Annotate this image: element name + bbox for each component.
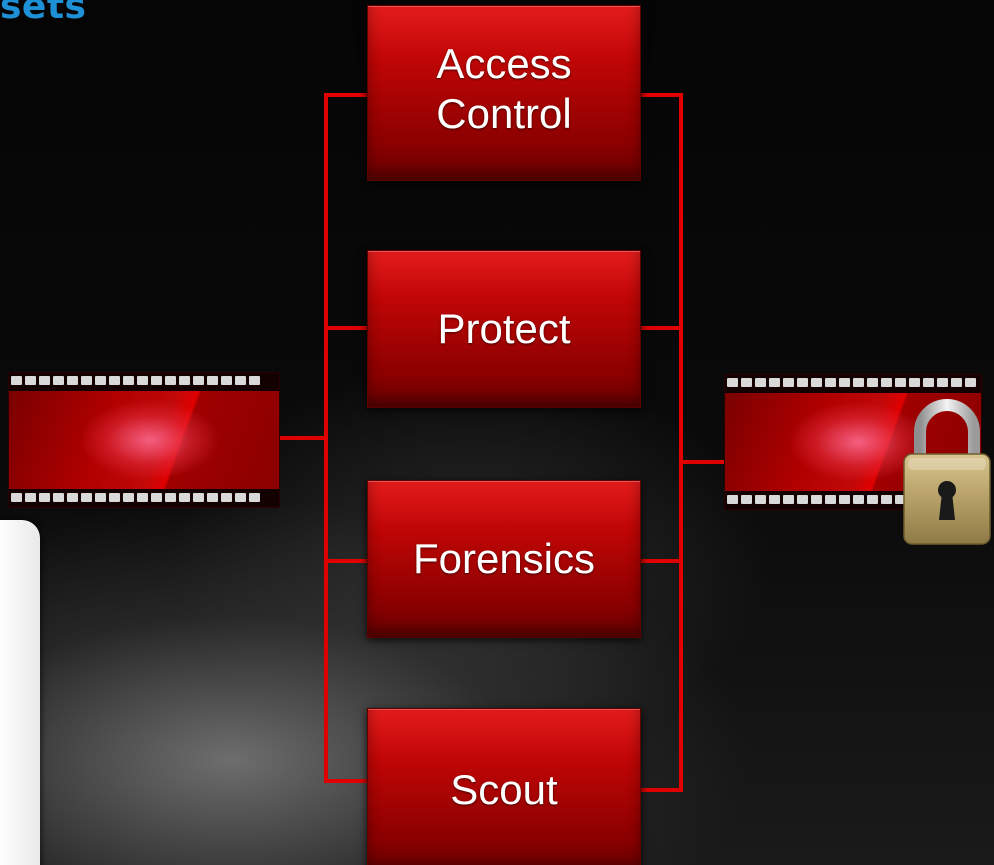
film-perforation	[783, 495, 794, 504]
film-perforation	[769, 378, 780, 387]
film-perforation	[137, 376, 148, 385]
film-perforation	[53, 493, 64, 502]
film-perforation	[881, 378, 892, 387]
film-perforation	[207, 376, 218, 385]
slide-title: sets	[0, 0, 87, 27]
film-perforation	[741, 378, 752, 387]
film-perforation	[937, 378, 948, 387]
film-perforation	[741, 495, 752, 504]
film-perforation	[151, 376, 162, 385]
film-perforation	[109, 493, 120, 502]
white-panel-decoration	[0, 520, 40, 865]
film-perforation	[207, 493, 218, 502]
scout-box: Scout	[367, 708, 641, 865]
film-perforation	[109, 376, 120, 385]
film-perforation	[965, 378, 976, 387]
film-perforation	[11, 376, 22, 385]
film-perforation	[151, 493, 162, 502]
film-perforation	[853, 378, 864, 387]
film-perforations-top	[725, 378, 981, 389]
film-perforation	[53, 376, 64, 385]
film-perforation	[165, 493, 176, 502]
film-perforation	[95, 493, 106, 502]
film-perforation	[839, 378, 850, 387]
forensics-label: Forensics	[412, 534, 596, 582]
film-perforation	[853, 495, 864, 504]
film-perforation	[221, 376, 232, 385]
film-perforation	[951, 378, 962, 387]
film-perforation	[895, 378, 906, 387]
film-perforation	[839, 495, 850, 504]
scout-label: Scout	[450, 766, 558, 814]
film-perforation	[727, 495, 738, 504]
film-perforations-top	[9, 376, 279, 387]
access-control-label: Access Control	[436, 39, 572, 137]
film-perforation	[81, 376, 92, 385]
film-perforation	[797, 495, 808, 504]
film-perforation	[235, 493, 246, 502]
film-perforation	[11, 493, 22, 502]
film-perforation	[67, 493, 78, 502]
film-perforation	[179, 493, 190, 502]
protect-label: Protect	[437, 304, 571, 352]
film-perforation	[249, 493, 260, 502]
film-perforation	[727, 378, 738, 387]
film-perforation	[221, 493, 232, 502]
film-perforation	[811, 495, 822, 504]
film-perforation	[923, 378, 934, 387]
film-perforation	[825, 495, 836, 504]
film-perforation	[235, 376, 246, 385]
film-perforation	[179, 376, 190, 385]
film-perforation	[881, 495, 892, 504]
film-perforation	[769, 495, 780, 504]
film-perforation	[25, 376, 36, 385]
film-perforation	[909, 378, 920, 387]
film-perforation	[137, 493, 148, 502]
film-perforation	[123, 493, 134, 502]
film-perforation	[193, 493, 204, 502]
film-perforation	[867, 495, 878, 504]
film-perforation	[797, 378, 808, 387]
film-perforation	[825, 378, 836, 387]
film-perforation	[249, 376, 260, 385]
film-perforation	[67, 376, 78, 385]
film-strip-icon	[8, 372, 280, 508]
forensics-box: Forensics	[367, 480, 641, 638]
padlock-icon	[903, 399, 991, 545]
film-perforation	[755, 378, 766, 387]
film-perforation	[895, 495, 906, 504]
film-perforations-bottom	[9, 493, 279, 504]
film-perforation	[81, 493, 92, 502]
film-perforation	[193, 376, 204, 385]
film-perforation	[25, 493, 36, 502]
film-perforation	[867, 378, 878, 387]
film-perforation	[39, 493, 50, 502]
protect-box: Protect	[367, 250, 641, 408]
film-perforation	[755, 495, 766, 504]
film-perforation	[783, 378, 794, 387]
film-perforation	[811, 378, 822, 387]
access-control-box: Access Control	[367, 5, 641, 181]
film-perforation	[39, 376, 50, 385]
film-perforation	[123, 376, 134, 385]
film-perforation	[95, 376, 106, 385]
film-perforation	[165, 376, 176, 385]
film-frame	[9, 391, 279, 489]
